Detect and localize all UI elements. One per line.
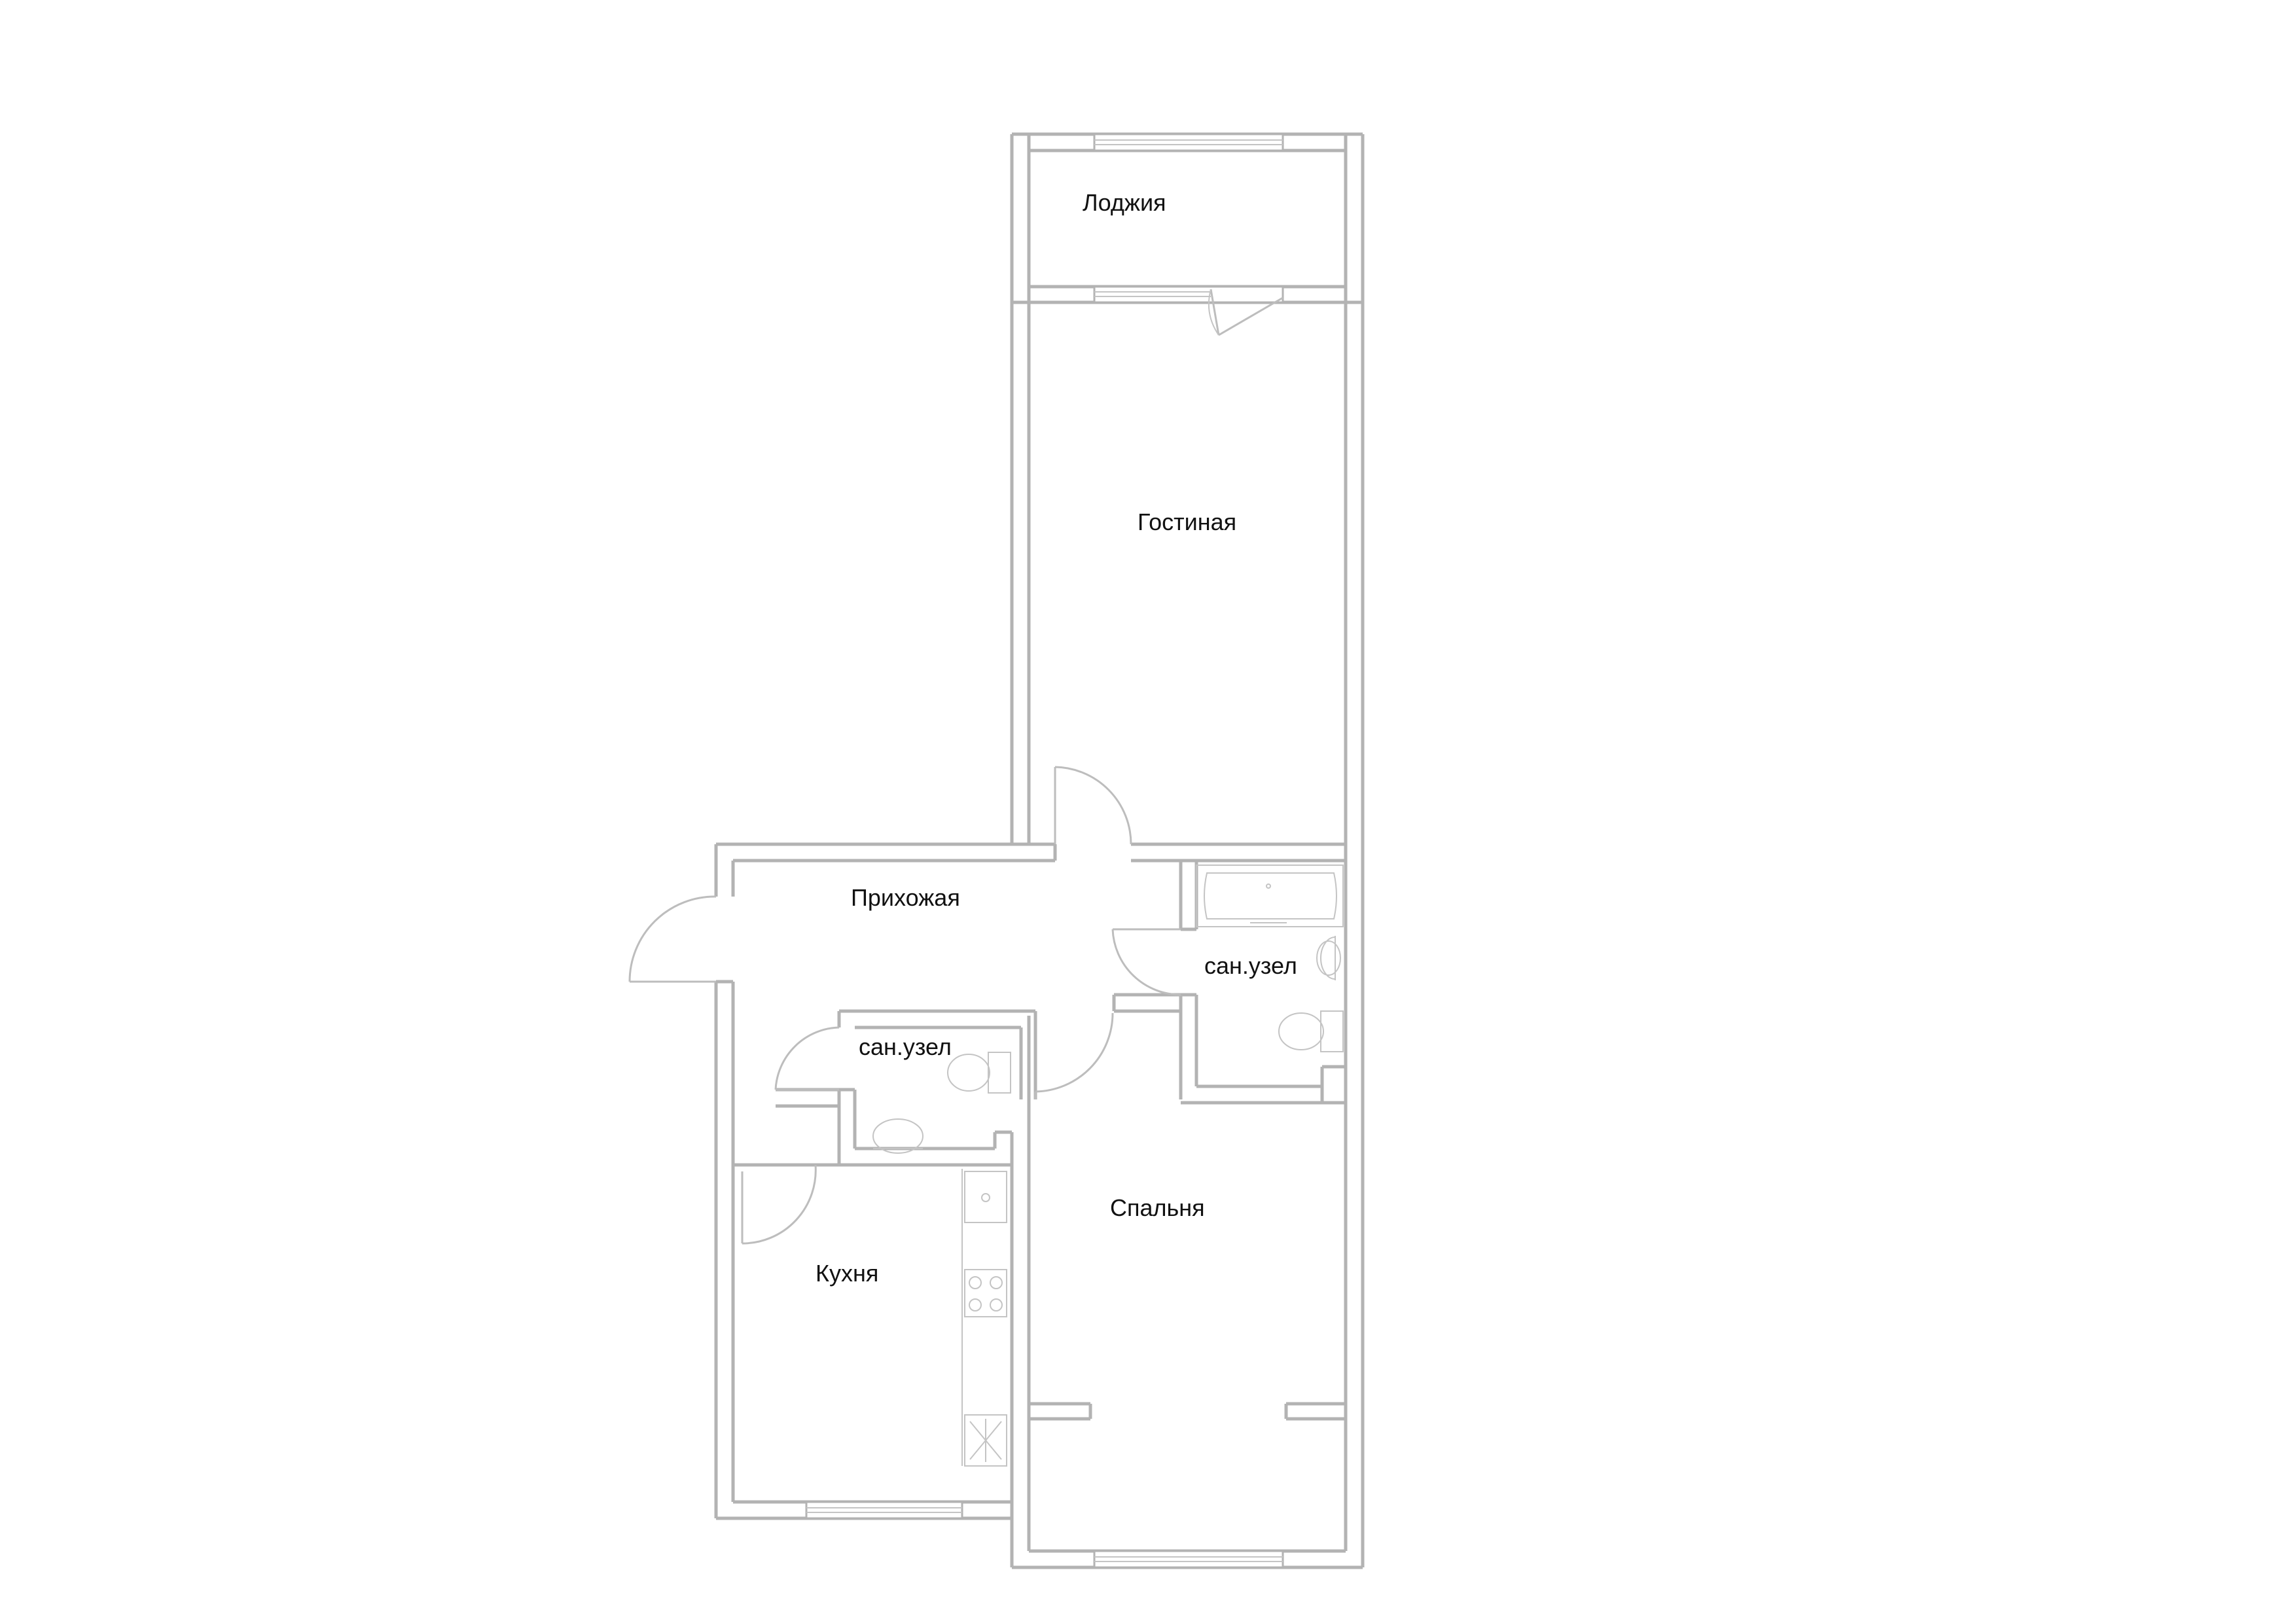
kitchen-fixtures bbox=[961, 1169, 1007, 1467]
balcony-door bbox=[1208, 289, 1283, 336]
sanitary-fixtures bbox=[872, 865, 1344, 1154]
windows bbox=[805, 133, 1284, 1569]
doors bbox=[628, 766, 1181, 1245]
room-label-hallway: Прихожая bbox=[851, 884, 960, 911]
room-label-loggia: Лоджия bbox=[1083, 189, 1166, 216]
room-label-bathroom-1: сан.узел bbox=[859, 1033, 952, 1060]
room-label-bathroom-2: сан.узел bbox=[1204, 952, 1297, 979]
interior-walls bbox=[733, 861, 1346, 1502]
room-label-bedroom: Спальня bbox=[1110, 1194, 1205, 1221]
room-label-kitchen: Кухня bbox=[816, 1260, 878, 1287]
room-label-living-room: Гостиная bbox=[1138, 508, 1236, 535]
room-labels: Лоджия Гостиная Прихожая сан.узел сан.уз… bbox=[816, 189, 1297, 1287]
exterior-walls bbox=[714, 132, 1365, 1569]
